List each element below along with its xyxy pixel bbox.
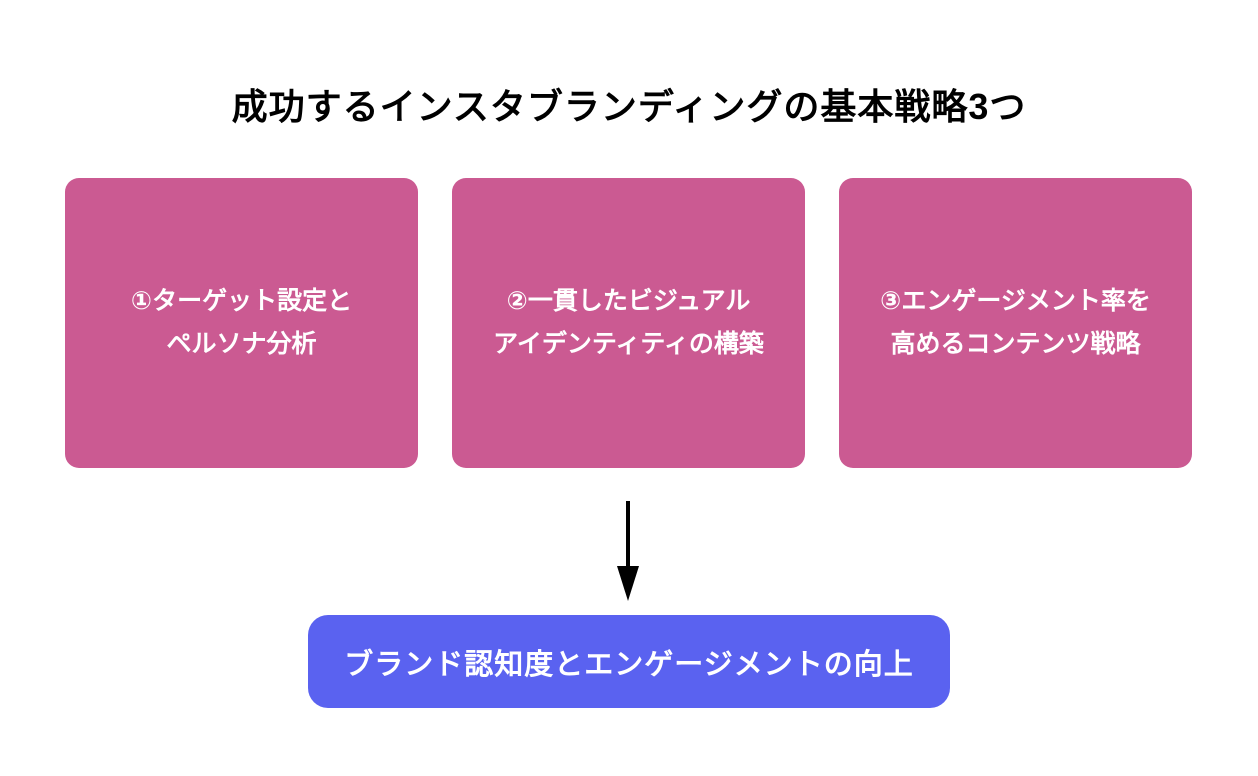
outcome-box-label: ブランド認知度とエンゲージメントの向上 [344, 648, 914, 681]
strategy-box-2: ②一貫したビジュアル アイデンティティの構築 [452, 178, 805, 468]
strategy-box-3-label: ③エンゲージメント率を 高めるコンテンツ戦略 [880, 287, 1151, 358]
strategy-box-1: ①ターゲット設定と ペルソナ分析 [65, 178, 418, 468]
strategy-box-1-label: ①ターゲット設定と ペルソナ分析 [130, 287, 353, 358]
outcome-box: ブランド認知度とエンゲージメントの向上 [308, 615, 950, 708]
down-arrow-icon [617, 501, 639, 601]
strategy-box-2-label: ②一貫したビジュアル アイデンティティの構築 [493, 287, 764, 358]
diagram-title: 成功するインスタブランディングの基本戦略3つ [231, 86, 1027, 127]
strategy-boxes-row: ①ターゲット設定と ペルソナ分析 ②一貫したビジュアル アイデンティティの構築 … [65, 178, 1192, 468]
strategy-box-3: ③エンゲージメント率を 高めるコンテンツ戦略 [839, 178, 1192, 468]
